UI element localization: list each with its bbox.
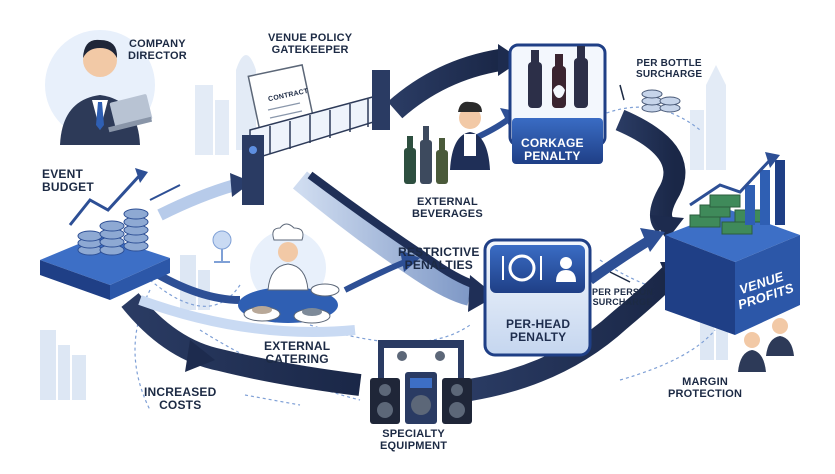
budget-platform: [40, 168, 170, 300]
label-line: SURCHARGE: [636, 69, 703, 80]
profits-platform: [665, 152, 800, 335]
per-head-box: [483, 238, 592, 357]
corkage-penalty-label: CORKAGE PENALTY: [521, 136, 584, 164]
beverages-group: [404, 101, 490, 184]
label-line: PER-HEAD: [506, 317, 571, 331]
label-line: BEVERAGES: [412, 208, 483, 221]
label-line: PENALTIES: [404, 258, 473, 273]
specialty-equipment-label: SPECIALTY EQUIPMENT: [380, 428, 447, 452]
label-line: PER BOTTLE: [636, 58, 702, 69]
label-line: CORKAGE: [521, 136, 584, 150]
staff-figures: [738, 318, 794, 372]
label-line: EXTERNAL: [416, 196, 478, 208]
label-line: BUDGET: [42, 180, 94, 195]
label-line: PROTECTION: [668, 388, 743, 401]
label-line: PENALTY: [524, 149, 581, 164]
label-line: COSTS: [159, 398, 202, 413]
per-bottle-coins: [641, 89, 681, 113]
label-line: PER PERSON: [592, 287, 654, 297]
margin-protection-label: MARGIN PROTECTION: [668, 376, 742, 400]
external-catering-label: EXTERNAL CATERING: [264, 339, 331, 367]
restrictive-penalties-label: RESTRICTIVE PENALTIES: [398, 245, 480, 273]
increased-costs-label: INCREASED COSTS: [144, 385, 217, 413]
flow-arrows: [121, 44, 690, 401]
label-line: EVENT: [42, 167, 84, 181]
label-line: CATERING: [265, 352, 329, 367]
city-skyline-left: [40, 255, 210, 400]
label-line: MARGIN: [682, 376, 728, 388]
label-line: COMPANY: [129, 38, 186, 50]
corkage-box: [508, 43, 607, 164]
label-line: GATEKEEPER: [271, 44, 349, 57]
label-line: INCREASED: [144, 385, 217, 399]
gatekeeper-gate: [242, 64, 390, 205]
label-line: RESTRICTIVE: [398, 245, 480, 259]
per-bottle-pointer: [619, 84, 625, 101]
label-line: SURCHARGE: [592, 296, 653, 307]
event-budget-label: EVENT BUDGET: [42, 167, 94, 195]
label-line: PENALTY: [509, 330, 567, 345]
label-line: EXTERNAL: [264, 339, 331, 353]
per-person-label: PER PERSON SURCHARGE: [592, 287, 654, 308]
globe-icon: [212, 230, 232, 263]
per-bottle-label: PER BOTTLE SURCHARGE: [636, 58, 702, 80]
label-line: SPECIALTY: [382, 428, 445, 440]
label-line: EQUIPMENT: [380, 440, 448, 453]
equipment-rig: [370, 340, 472, 424]
per-head-penalty-label: PER-HEAD PENALTY: [506, 317, 571, 345]
director-figure: [45, 30, 155, 145]
per-person-pointer: [609, 271, 631, 283]
label-line: VENUE POLICY: [268, 32, 353, 44]
company-director-label: COMPANY DIRECTOR: [128, 38, 187, 62]
label-line: DIRECTOR: [128, 50, 187, 63]
external-beverages-label: EXTERNAL BEVERAGES: [412, 196, 483, 220]
catering-group: [238, 223, 340, 324]
venue-policy-label: VENUE POLICY GATEKEEPER: [268, 32, 352, 56]
